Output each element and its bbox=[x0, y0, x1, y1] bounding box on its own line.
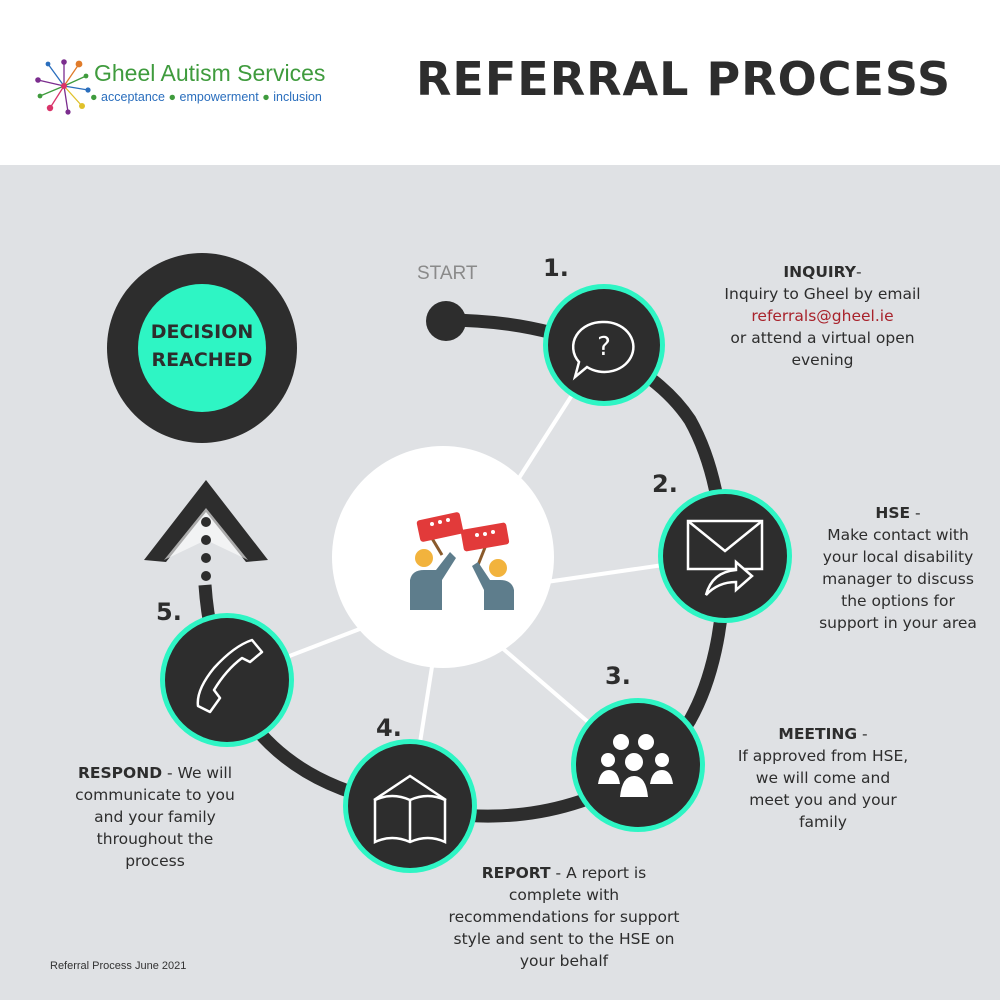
desc-line: your local disability bbox=[822, 548, 974, 566]
desc-line: support in your area bbox=[819, 614, 977, 632]
decision-line: REACHED bbox=[151, 349, 253, 371]
title-suffix: - bbox=[857, 725, 868, 743]
desc-line: recommendations for support bbox=[448, 908, 680, 926]
step-node-respond bbox=[160, 613, 294, 747]
group-icon bbox=[598, 734, 673, 797]
desc-line: Make contact with bbox=[827, 526, 969, 544]
decision-label: DECISION REACHED bbox=[140, 318, 264, 374]
desc-line: throughout the bbox=[96, 830, 214, 848]
protest-people-icon bbox=[410, 512, 514, 610]
desc-line: - A report is bbox=[555, 864, 647, 882]
step-title: RESPOND bbox=[78, 764, 163, 782]
tagline-word: inclusion bbox=[273, 90, 322, 104]
desc-line: manager to discuss bbox=[822, 570, 974, 588]
step-number-2: 2. bbox=[652, 470, 678, 498]
desc-line: Inquiry to Gheel by email bbox=[724, 285, 921, 303]
desc-line: communicate to you bbox=[75, 786, 235, 804]
phone-icon bbox=[196, 638, 264, 714]
step-description-hse: HSE - Make contact with your local disab… bbox=[798, 502, 998, 634]
desc-line: If approved from HSE, bbox=[737, 747, 909, 765]
step-description-report: REPORT - A report is complete with recom… bbox=[416, 862, 712, 972]
step-number-3: 3. bbox=[605, 662, 631, 690]
step-node-inquiry: ? bbox=[543, 284, 665, 406]
desc-line: style and sent to the HSE on bbox=[453, 930, 675, 948]
desc-line: family bbox=[799, 813, 847, 831]
desc-line: evening bbox=[791, 351, 854, 369]
title-suffix: - bbox=[856, 263, 862, 281]
step-title: INQUIRY bbox=[783, 263, 856, 281]
step-number-4: 4. bbox=[376, 714, 402, 742]
start-label: START bbox=[417, 263, 478, 284]
tagline-word: empowerment bbox=[179, 90, 259, 104]
question-bubble-icon: ? bbox=[571, 320, 635, 381]
step-number-1: 1. bbox=[543, 254, 569, 282]
svg-text:?: ? bbox=[597, 332, 611, 362]
desc-line: and your family bbox=[94, 808, 216, 826]
desc-line: process bbox=[125, 852, 185, 870]
step-title: HSE bbox=[875, 504, 911, 522]
step-description-inquiry: INQUIRY- Inquiry to Gheel by email refer… bbox=[690, 261, 955, 371]
header: Gheel Autism Services ● acceptance ● emp… bbox=[0, 0, 1000, 165]
desc-line: the options for bbox=[841, 592, 955, 610]
page-title: REFERRAL PROCESS bbox=[416, 52, 952, 106]
desc-line: complete with bbox=[508, 886, 620, 904]
decision-line: DECISION bbox=[150, 321, 254, 343]
step-title: REPORT bbox=[481, 864, 551, 882]
step-description-respond: RESPOND - We will communicate to you and… bbox=[40, 762, 270, 872]
step-node-report bbox=[343, 739, 477, 873]
footer-caption: Referral Process June 2021 bbox=[50, 960, 187, 972]
step-node-meeting bbox=[571, 698, 705, 832]
logo-name: Gheel Autism Services bbox=[94, 60, 326, 86]
decision-node bbox=[107, 253, 297, 443]
step-number-5: 5. bbox=[156, 598, 182, 626]
desc-line: - We will bbox=[167, 764, 232, 782]
step-title: MEETING bbox=[778, 725, 858, 743]
up-arrow-icon bbox=[144, 480, 268, 581]
start-dot bbox=[426, 301, 466, 341]
step-node-hse bbox=[658, 489, 792, 623]
step-description-meeting: MEETING - If approved from HSE, we will … bbox=[718, 723, 928, 833]
desc-line: we will come and bbox=[755, 769, 891, 787]
desc-line: or attend a virtual open bbox=[730, 329, 915, 347]
tagline-word: acceptance bbox=[101, 90, 165, 104]
envelope-forward-icon bbox=[686, 519, 764, 596]
open-book-icon bbox=[373, 774, 447, 844]
starburst-logo-icon bbox=[35, 59, 91, 115]
center-circle bbox=[332, 446, 554, 668]
desc-line: meet you and your bbox=[749, 791, 897, 809]
gheel-logo: Gheel Autism Services ● acceptance ● emp… bbox=[34, 56, 364, 116]
desc-line: your behalf bbox=[519, 952, 609, 970]
title-suffix: - bbox=[910, 504, 921, 522]
logo-tagline: ● acceptance ● empowerment ● inclusion bbox=[90, 90, 322, 104]
referral-email: referrals@gheel.ie bbox=[751, 307, 894, 325]
